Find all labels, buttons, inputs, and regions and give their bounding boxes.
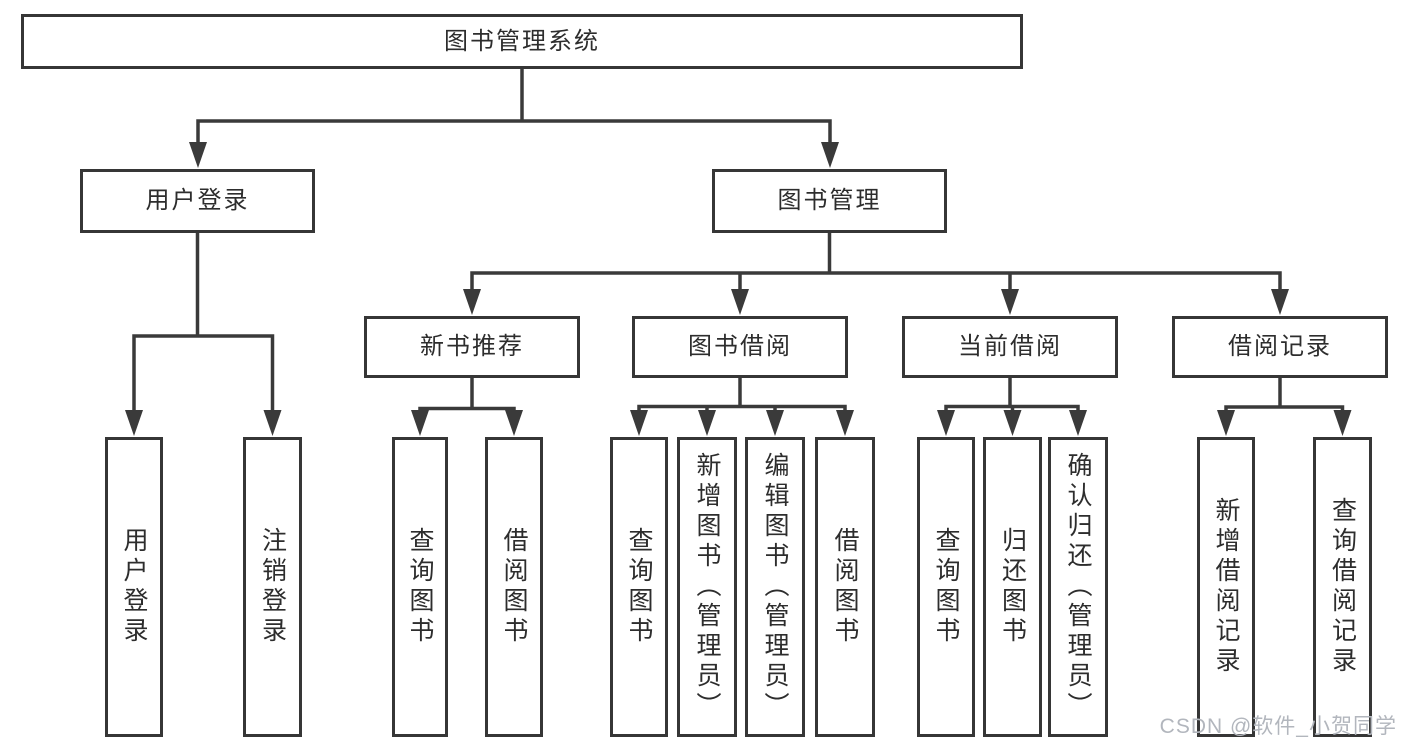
leaf-return-books: 归还图书 [983, 437, 1042, 737]
node-user-login: 用户登录 [80, 169, 315, 233]
leaf-add-borrow-record: 新增借阅记录 [1197, 437, 1255, 737]
node-book-borrowing: 图书借阅 [632, 316, 848, 378]
node-root: 图书管理系统 [21, 14, 1023, 69]
leaf-edit-book-admin: 编辑图书（管理员） [745, 437, 805, 737]
leaf-query-books-current: 查询图书 [917, 437, 975, 737]
leaf-borrow-books-recommend: 借阅图书 [485, 437, 543, 737]
node-current-borrowing: 当前借阅 [902, 316, 1118, 378]
node-new-book-recommendation: 新书推荐 [364, 316, 580, 378]
leaf-query-books-recommend: 查询图书 [392, 437, 448, 737]
csdn-watermark: CSDN @软件_小贺同学 [1159, 715, 1397, 738]
leaf-query-borrow-record: 查询借阅记录 [1313, 437, 1372, 737]
node-book-management: 图书管理 [712, 169, 947, 233]
leaf-borrow-books-borrowing: 借阅图书 [815, 437, 875, 737]
leaf-query-books-borrowing: 查询图书 [610, 437, 668, 737]
leaf-logout: 注销登录 [243, 437, 302, 737]
node-borrowing-records: 借阅记录 [1172, 316, 1388, 378]
leaf-user-login: 用户登录 [105, 437, 163, 737]
leaf-confirm-return-admin: 确认归还（管理员） [1048, 437, 1108, 737]
leaf-add-book-admin: 新增图书（管理员） [677, 437, 737, 737]
